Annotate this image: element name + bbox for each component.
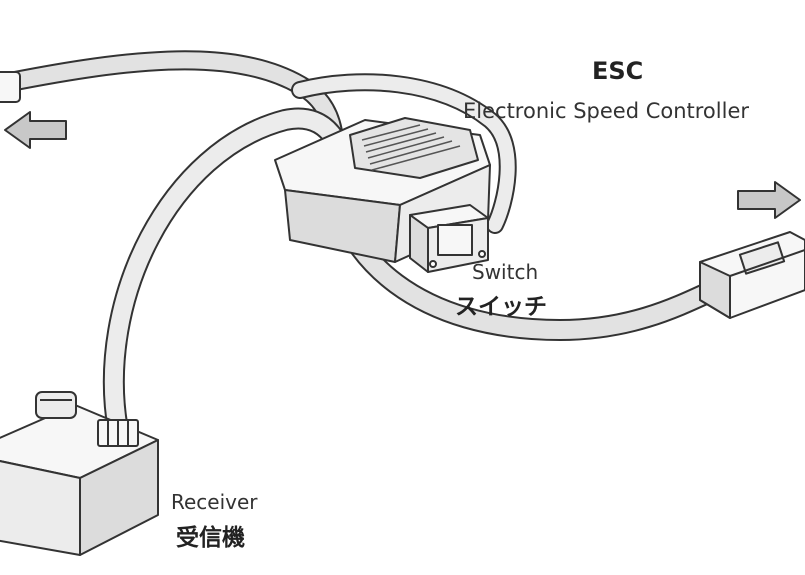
switch-label-en: Switch [472,260,539,284]
left-plug [0,71,21,103]
switch-unit [409,204,489,273]
esc-title: ESC [592,57,644,85]
right-arrow-icon [737,181,801,219]
right-connector [699,231,805,319]
receiver-antenna-port [35,391,77,419]
esc-unit [274,117,491,273]
receiver-label-en: Receiver [171,490,258,514]
switch-label-jp: スイッチ [455,294,547,320]
receiver-label-jp: 受信機 [176,525,245,551]
esc-subtitle: Electronic Speed Controller [463,99,749,123]
heatsink-fins [361,124,461,171]
receiver-unit [0,391,159,556]
wire-loop-rear [291,73,517,234]
left-arrow-icon [4,111,67,149]
receiver-plug [97,419,139,447]
